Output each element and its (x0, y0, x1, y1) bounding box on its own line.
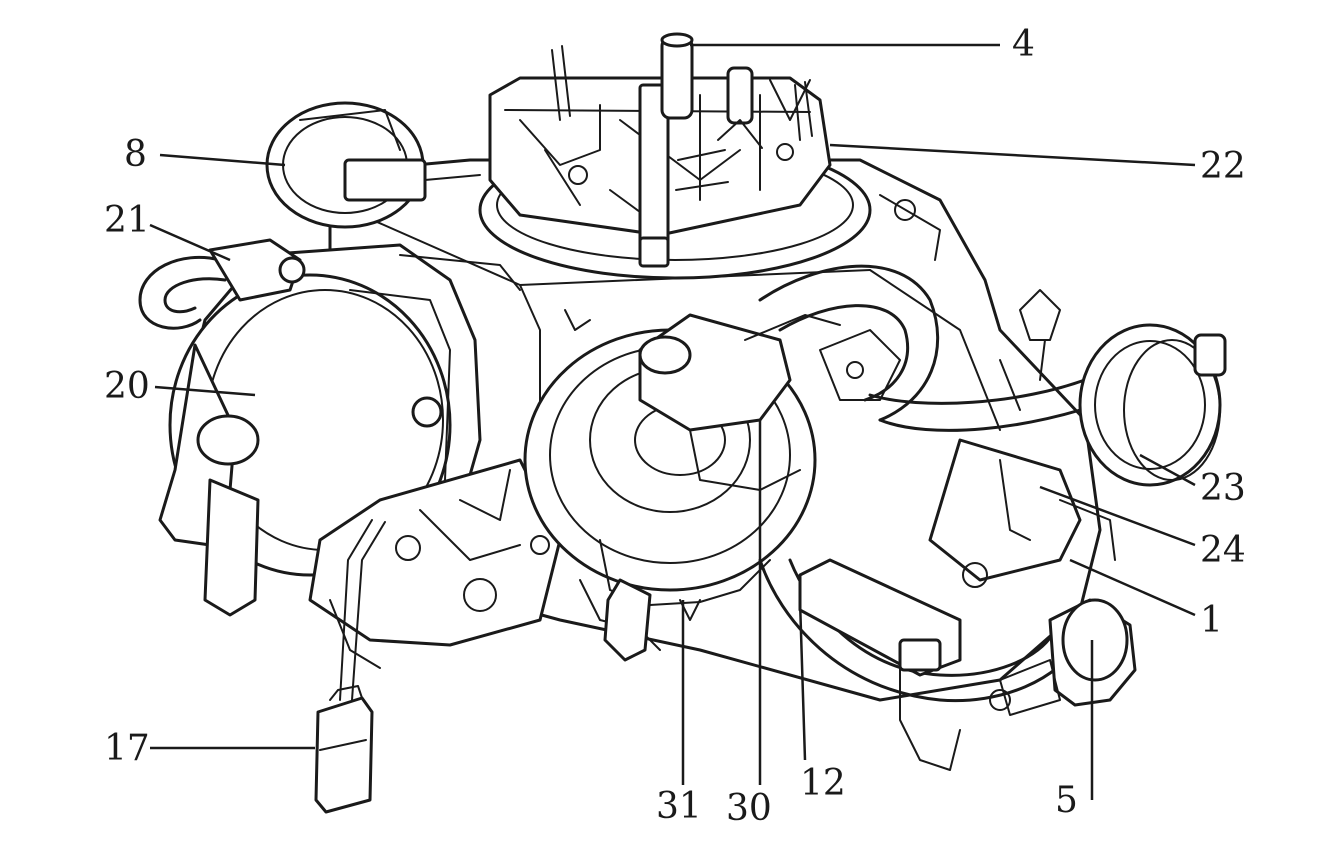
callout-labels: 4 22 8 21 20 23 24 1 17 31 30 12 5 (104, 24, 1246, 829)
vacuum-diaphragm-left (265, 101, 481, 229)
leader-20 (154, 385, 256, 397)
callout-label: 31 (656, 786, 702, 827)
callout-label: 5 (1055, 780, 1078, 821)
leader-23 (1139, 453, 1196, 487)
callout-label: 4 (1012, 24, 1035, 65)
leader-12 (798, 599, 807, 761)
callout-label: 12 (800, 763, 846, 804)
leader-22 (829, 143, 1196, 167)
carburetor-drawing (138, 32, 1227, 814)
leader-1 (1069, 558, 1196, 617)
callout-leaders (149, 43, 1196, 800)
vacuum-hook-tube (138, 238, 306, 330)
vacuum-diaphragm-right (1078, 323, 1227, 487)
lower-tube (798, 558, 962, 771)
callout-label: 21 (104, 200, 150, 241)
callout-label: 17 (104, 728, 150, 769)
callout-label: 24 (1200, 530, 1246, 571)
detail-bits (564, 194, 941, 401)
callout-label: 22 (1200, 146, 1246, 187)
leader-24 (1039, 485, 1196, 547)
center-vent-tube (638, 313, 841, 491)
connector-wires (339, 519, 386, 701)
callout-label: 8 (124, 134, 147, 175)
idle-solenoid (989, 598, 1137, 716)
right-side-valves (928, 289, 1116, 588)
callout-label: 30 (726, 788, 772, 829)
callout-label: 23 (1200, 468, 1246, 509)
electrical-connector (314, 685, 374, 814)
leader-21 (149, 223, 231, 262)
callout-label: 20 (104, 366, 150, 407)
callout-label: 1 (1200, 600, 1223, 641)
leader-8 (159, 153, 286, 167)
air-horn-top (478, 32, 872, 280)
